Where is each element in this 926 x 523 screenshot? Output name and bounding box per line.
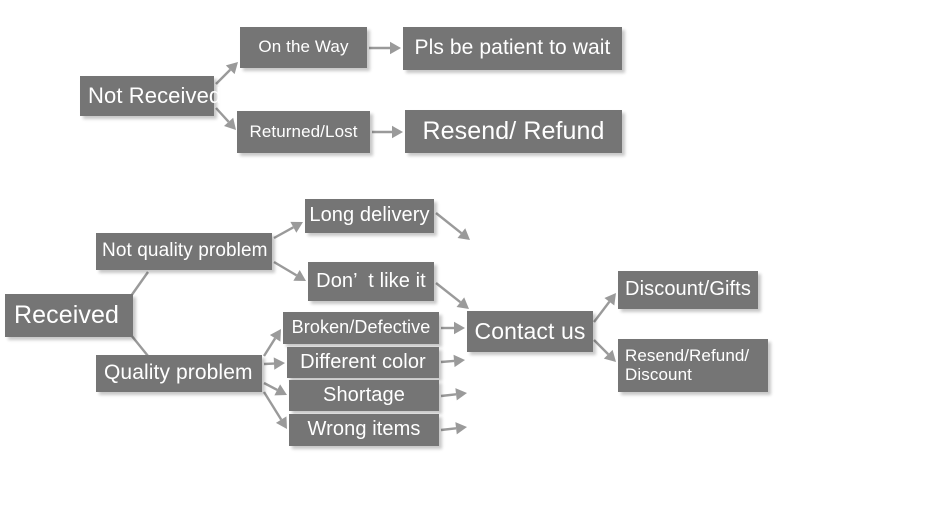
edge-wrong-items-to-contact-us: [440, 422, 467, 435]
edge-on-the-way-to-pls-be-patient: [369, 41, 401, 55]
edge-returned-lost-to-resend-refund: [372, 125, 403, 139]
node-label-discount-gifts: Discount/Gifts: [625, 278, 751, 301]
edge-long-delivery-to-contact-us: [435, 212, 470, 240]
edge-line: [435, 212, 463, 235]
node-label-wrong-items: Wrong items: [307, 418, 421, 441]
node-shortage[interactable]: Shortage: [289, 380, 439, 411]
node-label-returned-lost: Returned/Lost: [249, 121, 358, 141]
edge-contact-us-to-discount-gifts: [593, 293, 616, 323]
edge-line: [593, 339, 610, 356]
node-broken-defective[interactable]: Broken/Defective: [283, 312, 439, 344]
edge-line: [440, 359, 455, 364]
node-label-shortage: Shortage: [323, 383, 405, 406]
node-resend-refund[interactable]: Resend/ Refund: [405, 110, 622, 153]
edge-line: [262, 337, 277, 357]
node-label-dont-like-it: Don’ t like it: [316, 269, 426, 292]
edge-line: [263, 381, 278, 391]
edge-arrowhead: [274, 384, 287, 396]
node-label-resend-refund: Resend/ Refund: [422, 117, 605, 145]
node-label-resend-refund-discount: Resend/Refund/ Discount: [625, 346, 750, 384]
node-wrong-items[interactable]: Wrong items: [289, 414, 439, 446]
node-returned-lost[interactable]: Returned/Lost: [237, 111, 370, 153]
node-label-not-received: Not Received: [88, 83, 222, 109]
edge-line: [593, 301, 611, 323]
edge-broken-defective-to-contact-us: [441, 321, 465, 335]
node-label-not-quality: Not quality problem: [102, 240, 268, 262]
node-different-color[interactable]: Different color: [287, 347, 439, 378]
node-quality[interactable]: Quality problem: [96, 355, 262, 392]
edge-received-to-not-quality: [130, 271, 149, 297]
edge-line: [262, 391, 283, 421]
edge-line: [440, 427, 457, 432]
node-label-long-delivery: Long delivery: [309, 204, 430, 227]
edge-not-quality-to-long-delivery: [273, 221, 303, 240]
edge-not-received-to-returned-lost: [215, 107, 236, 130]
node-label-pls-be-patient: Pls be patient to wait: [414, 36, 611, 60]
node-resend-refund-discount[interactable]: Resend/Refund/ Discount: [618, 339, 768, 392]
edge-arrowhead: [225, 62, 238, 75]
edge-shortage-to-contact-us: [440, 388, 467, 401]
edge-arrowhead: [457, 228, 470, 240]
edge-arrowhead: [293, 270, 306, 281]
edge-arrowhead: [273, 357, 285, 370]
node-label-contact-us: Contact us: [474, 318, 586, 345]
node-received[interactable]: Received: [5, 294, 133, 337]
edge-not-received-to-on-the-way: [215, 62, 238, 85]
node-not-quality[interactable]: Not quality problem: [96, 233, 272, 270]
edge-arrowhead: [453, 354, 465, 368]
edge-arrowhead: [392, 125, 403, 139]
edge-arrowhead: [454, 321, 465, 335]
node-label-quality: Quality problem: [104, 361, 253, 385]
edge-quality-to-different-color: [263, 357, 285, 370]
edge-not-quality-to-dont-like-it: [273, 260, 306, 281]
edge-line: [273, 260, 298, 277]
edge-arrowhead: [390, 41, 401, 55]
edge-quality-to-wrong-items: [262, 391, 287, 429]
node-label-on-the-way: On the Way: [258, 37, 349, 57]
edge-received-to-quality: [130, 334, 149, 357]
edge-dont-like-it-to-contact-us: [435, 282, 469, 309]
edge-contact-us-to-resend-refund-discount: [593, 339, 616, 362]
node-on-the-way[interactable]: On the Way: [240, 27, 367, 68]
edge-line: [130, 271, 149, 297]
node-label-different-color: Different color: [300, 350, 426, 373]
edge-different-color-to-contact-us: [440, 354, 465, 368]
node-long-delivery[interactable]: Long delivery: [305, 199, 434, 233]
edge-line: [440, 393, 457, 398]
edge-arrowhead: [275, 416, 287, 429]
edge-arrowhead: [224, 117, 236, 130]
edge-arrowhead: [269, 329, 281, 342]
edge-arrowhead: [604, 293, 616, 306]
edge-arrowhead: [455, 422, 467, 435]
node-label-broken-defective: Broken/Defective: [291, 317, 431, 338]
node-not-received[interactable]: Not Received: [80, 76, 221, 116]
edge-line: [215, 68, 232, 85]
edge-line: [215, 107, 230, 123]
node-pls-be-patient[interactable]: Pls be patient to wait: [403, 27, 622, 70]
node-label-received: Received: [14, 301, 120, 329]
node-discount-gifts[interactable]: Discount/Gifts: [618, 271, 758, 309]
edge-quality-to-broken-defective: [262, 329, 281, 357]
edge-line: [130, 334, 149, 357]
edge-arrowhead: [455, 388, 467, 401]
edge-arrowhead: [456, 297, 469, 309]
edge-arrowhead: [290, 221, 303, 233]
edge-quality-to-shortage: [263, 381, 287, 396]
edge-arrowhead: [603, 349, 616, 362]
node-contact-us[interactable]: Contact us: [467, 311, 593, 352]
edge-line: [273, 226, 294, 240]
node-dont-like-it[interactable]: Don’ t like it: [308, 262, 434, 301]
edge-line: [435, 282, 462, 304]
